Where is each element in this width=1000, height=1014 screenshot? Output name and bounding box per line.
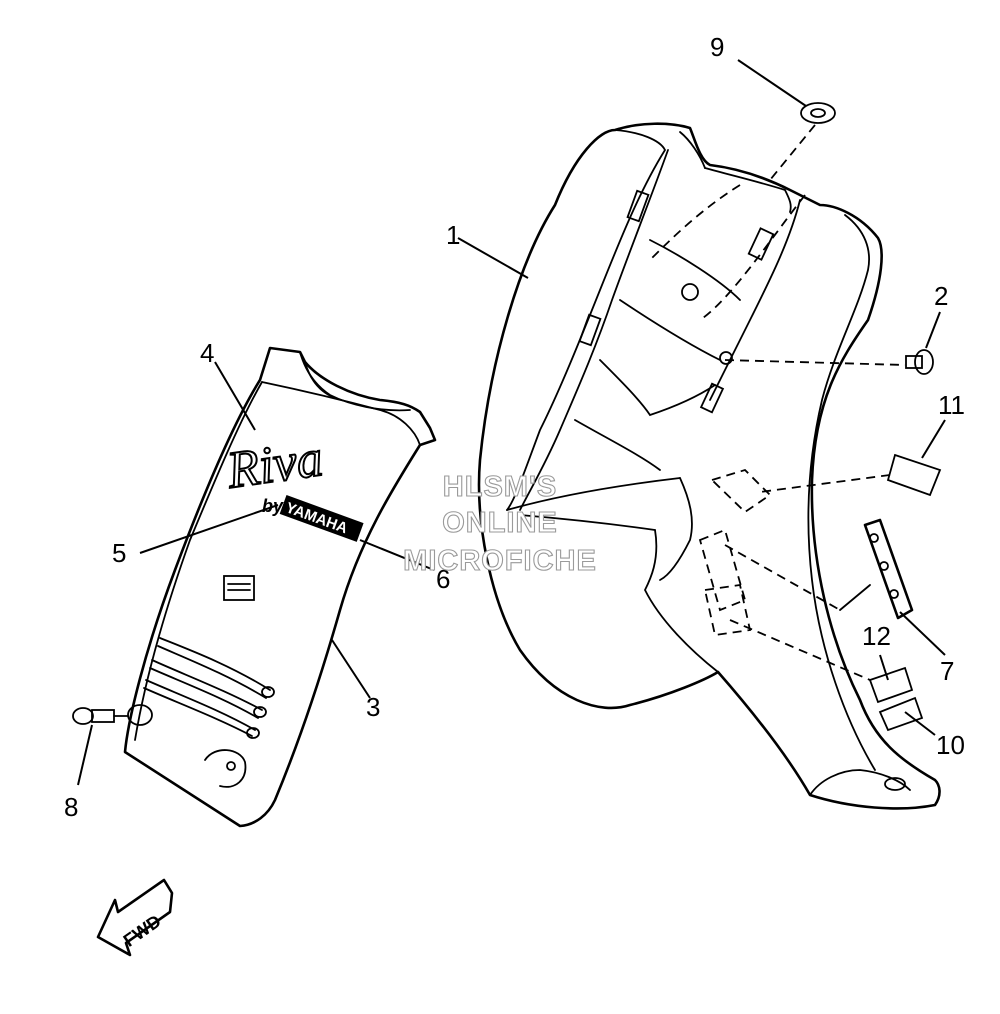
plate-part-12	[868, 666, 914, 704]
hidden-lines	[649, 184, 906, 681]
watermark-line-3: MICROFICHE	[403, 545, 597, 577]
callout-6: 6	[436, 564, 450, 594]
emblem-text: Riva	[223, 430, 326, 500]
screw-part-2	[905, 349, 934, 375]
callout-10: 10	[936, 730, 965, 760]
callout-9: 9	[710, 32, 724, 62]
grommet-part-9	[769, 102, 836, 181]
callout-1: 1	[446, 220, 460, 250]
riva-emblem-part-4: Riva by	[222, 429, 327, 516]
yamaha-badge-part-6: YAMAHA	[279, 495, 364, 542]
callout-8: 8	[64, 792, 78, 822]
watermark-line-1: HLSM'S	[443, 471, 557, 503]
leader-lines	[77, 59, 946, 786]
watermark: HLSM'S ONLINE MICROFICHE	[403, 470, 597, 577]
forward-direction-arrow: FWD	[96, 878, 174, 957]
callout-4: 4	[200, 338, 214, 368]
brand-text: YAMAHA	[283, 499, 350, 537]
label-part-11	[759, 453, 942, 497]
callout-labels: 1 2 3 4 5 6 7 8 9 10 11 12	[64, 32, 965, 822]
leg-shield-part-1	[477, 122, 941, 810]
callout-12: 12	[862, 621, 891, 651]
callout-11: 11	[938, 390, 965, 420]
watermark-line-2: ONLINE	[442, 507, 558, 539]
bracket-part-7	[839, 518, 914, 620]
screw-part-8	[72, 707, 129, 725]
fwd-label: FWD	[120, 911, 165, 951]
plate-part-10	[878, 696, 924, 732]
callout-7: 7	[940, 656, 954, 686]
callout-3: 3	[366, 692, 380, 722]
callout-2: 2	[934, 281, 948, 311]
front-cover-part-3	[123, 346, 437, 828]
callout-5: 5	[112, 538, 126, 568]
